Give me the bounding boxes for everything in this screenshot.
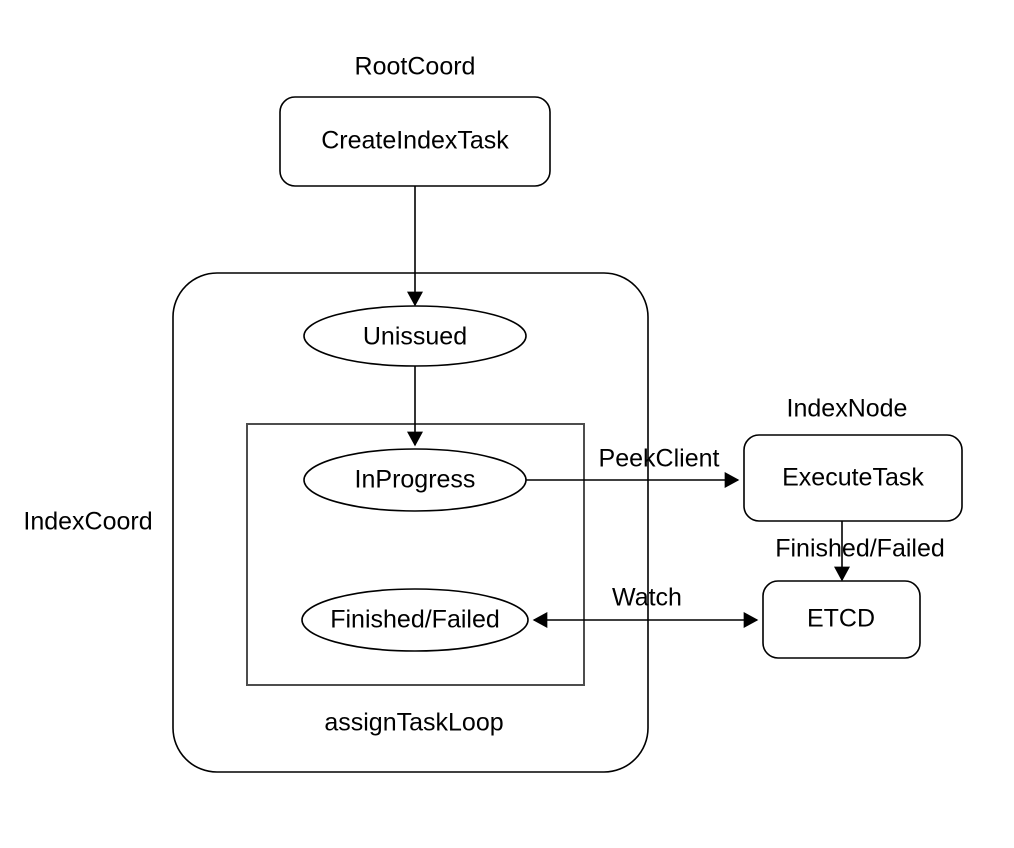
node-finished-failed-state[interactable] [301,588,529,652]
node-create-index-task[interactable] [279,96,551,187]
node-label-create-index-task: CreateIndexTask [321,127,509,155]
node-label-unissued: Unissued [363,323,467,351]
node-unissued[interactable] [303,305,527,367]
node-execute-task[interactable] [743,434,963,522]
node-etcd[interactable] [762,580,921,659]
group-label-rootcoord: RootCoord [355,53,476,81]
group-label-indexcoord: IndexCoord [23,508,152,536]
node-label-execute-task: ExecuteTask [782,464,924,492]
edge-label-peekclient: PeekClient [599,445,720,473]
node-label-inprogress: InProgress [355,466,476,494]
node-inprogress[interactable] [303,448,527,512]
edge-label-watch: Watch [612,584,682,612]
node-label-finished-failed-state: Finished/Failed [330,606,500,634]
node-label-etcd: ETCD [807,605,875,633]
group-label-assigntaskloop: assignTaskLoop [324,709,503,737]
edge-label-finished-failed: Finished/Failed [775,535,945,563]
group-label-indexnode: IndexNode [787,395,908,423]
group-container-indexcoord [172,272,649,773]
